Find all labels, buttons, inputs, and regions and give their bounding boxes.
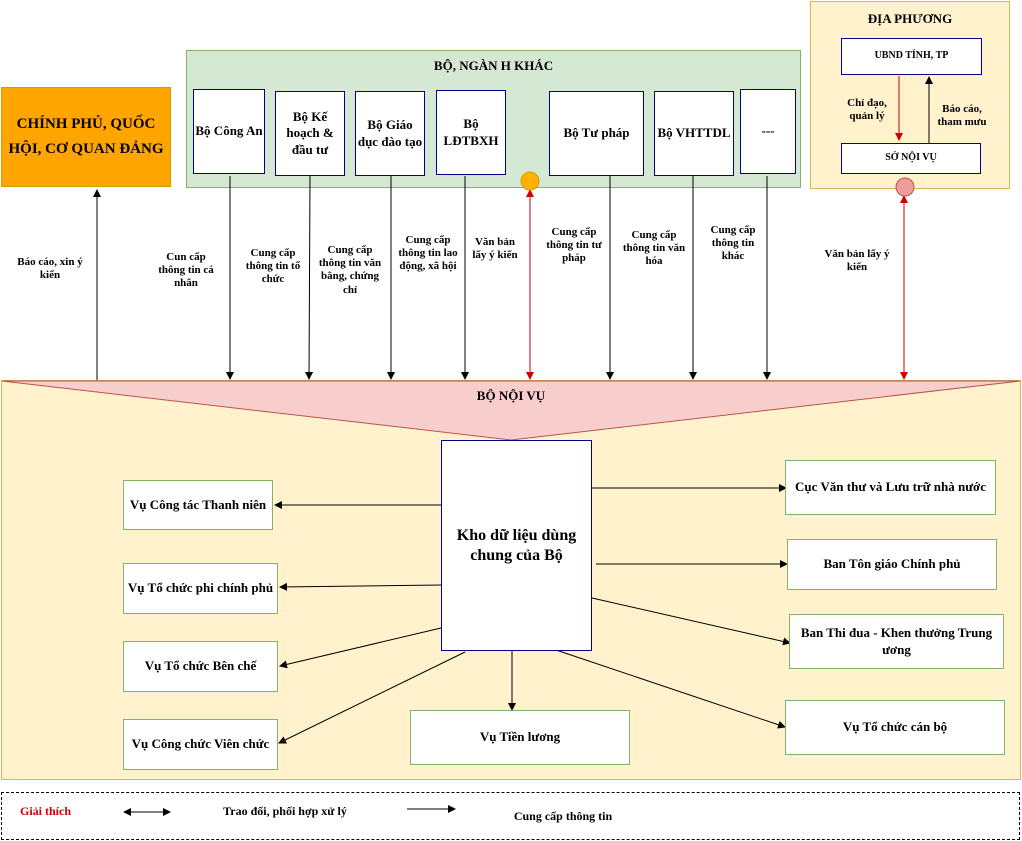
- bo-vhttdl-label: Bộ VHTTDL: [657, 125, 731, 141]
- ban-thi-dua-label: Ban Thi đua - Khen thưởng Trung ương: [800, 625, 993, 657]
- vu-thanh-nien-box: Vụ Công tác Thanh niên: [123, 480, 273, 530]
- legend-one-way-label: Cung cấp thông tin: [513, 809, 613, 823]
- label-vhttdl: Cung cấp thông tin văn hóa: [622, 229, 686, 268]
- bo-khac-label: ---: [761, 123, 775, 139]
- vu-tien-luong-box: Vụ Tiền lương: [410, 710, 630, 765]
- bo-ldtbxh-label: Bộ LĐTBXH: [443, 116, 499, 148]
- vu-phi-chinh-phu-box: Vụ Tổ chức phi chính phủ: [123, 563, 278, 614]
- bo-khac-box: ---: [740, 89, 796, 174]
- bo-giao-duc-label: Bộ Giáo dục đào tạo: [357, 117, 423, 149]
- ban-ton-giao-label: Ban Tôn giáo Chính phủ: [823, 556, 961, 572]
- cuc-van-thu-box: Cục Văn thư và Lưu trữ nhà nước: [785, 460, 996, 515]
- label-ke-hoach: Cung cấp thông tin tổ chức: [245, 247, 301, 286]
- bo-cong-an-label: Bộ Công An: [195, 123, 263, 139]
- bo-nganh-title: BỘ, NGÀN H KHÁC: [433, 58, 554, 73]
- kho-du-lieu-label: Kho dữ liệu dùng chung của Bộ: [456, 526, 577, 564]
- bo-giao-duc-box: Bộ Giáo dục đào tạo: [355, 91, 425, 176]
- chinh-phu-label: CHÍNH PHỦ, QUỐC HỘI, CƠ QUAN ĐẢNG: [8, 115, 164, 158]
- bo-noi-vu-title: BỘ NỘI VỤ: [476, 388, 546, 403]
- legend-title: Giải thích: [20, 804, 72, 818]
- legend-two-way-label: Trao đổi, phối hợp xử lý: [223, 804, 347, 818]
- dia-phuong-title: ĐỊA PHƯƠNG: [867, 11, 953, 26]
- vu-cong-chuc-label: Vụ Công chức Viên chức: [131, 736, 270, 752]
- ubnd-box: UBND TỈNH, TP: [841, 38, 982, 75]
- bo-noi-vu-triangle: [1, 380, 1021, 441]
- bo-ke-hoach-box: Bộ Kế hoạch & đầu tư: [275, 91, 345, 176]
- vu-to-chuc-can-bo-box: Vụ Tổ chức cán bộ: [785, 700, 1005, 755]
- vu-bien-che-label: Vụ Tổ chức Bên chế: [144, 658, 257, 674]
- legend-region: [1, 792, 1020, 840]
- ban-ton-giao-box: Ban Tôn giáo Chính phủ: [787, 539, 997, 590]
- vu-tien-luong-label: Vụ Tiền lương: [479, 729, 561, 745]
- vu-phi-chinh-phu-label: Vụ Tổ chức phi chính phủ: [127, 580, 274, 596]
- label-tu-phap: Cung cấp thông tin tư pháp: [546, 226, 602, 265]
- bo-tu-phap-box: Bộ Tư pháp: [549, 91, 644, 176]
- arrow-kho-to-chuc-can-bo: [555, 649, 786, 729]
- arrow-kho-bien-che: [279, 627, 442, 669]
- bo-ke-hoach-label: Bộ Kế hoạch & đầu tư: [286, 109, 334, 157]
- so-noi-vu-box: SỞ NỘI VỤ: [841, 143, 981, 174]
- label-bao-cao-xin-y-kien: Báo cáo, xin ý kiến: [17, 256, 83, 282]
- arrow-kho-thi-dua: [591, 597, 791, 646]
- vu-cong-chuc-box: Vụ Công chức Viên chức: [123, 719, 278, 770]
- bo-ldtbxh-box: Bộ LĐTBXH: [436, 90, 506, 175]
- vu-bien-che-box: Vụ Tổ chức Bên chế: [123, 641, 278, 692]
- arrow-kho-phi-chinh-phu: [279, 582, 442, 591]
- bao-cao-tham-muu-label: Báo cáo, tham mưu: [937, 103, 987, 129]
- label-khac: Cung cấp thông tin khác: [710, 224, 756, 263]
- bo-vhttdl-box: Bộ VHTTDL: [654, 91, 734, 176]
- label-ldtbxh: Cung cấp thông tin lao động, xã hội: [398, 234, 458, 273]
- label-van-ban-2: Văn bản lấy ý kiến: [824, 248, 890, 274]
- label-van-ban-1: Văn bản lấy ý kiến: [472, 236, 518, 262]
- ubnd-label: UBND TỈNH, TP: [874, 50, 949, 62]
- arrow-ke-hoach: [305, 175, 314, 380]
- label-giao-duc: Cung cấp thông tin văn bằng, chứng chỉ: [318, 244, 382, 296]
- so-noi-vu-label: SỞ NỘI VỤ: [885, 152, 937, 164]
- kho-du-lieu-box: Kho dữ liệu dùng chung của Bộ: [441, 440, 592, 651]
- orange-connector-dot: [520, 171, 540, 191]
- label-cong-an: Cun cấp thông tin cá nhân: [158, 251, 214, 290]
- cuc-van-thu-label: Cục Văn thư và Lưu trữ nhà nước: [795, 479, 986, 495]
- chinh-phu-box: CHÍNH PHỦ, QUỐC HỘI, CƠ QUAN ĐẢNG: [1, 87, 171, 187]
- chi-dao-label: Chỉ đạo, quản lý: [847, 97, 887, 123]
- arrow-kho-cong-chuc: [278, 651, 466, 744]
- ban-thi-dua-box: Ban Thi đua - Khen thưởng Trung ương: [789, 614, 1004, 669]
- pink-connector-dot: [895, 177, 915, 197]
- vu-thanh-nien-label: Vụ Công tác Thanh niên: [129, 496, 267, 512]
- bo-tu-phap-label: Bộ Tư pháp: [563, 125, 630, 141]
- bo-cong-an-box: Bộ Công An: [193, 89, 265, 174]
- vu-to-chuc-can-bo-label: Vụ Tổ chức cán bộ: [842, 719, 948, 735]
